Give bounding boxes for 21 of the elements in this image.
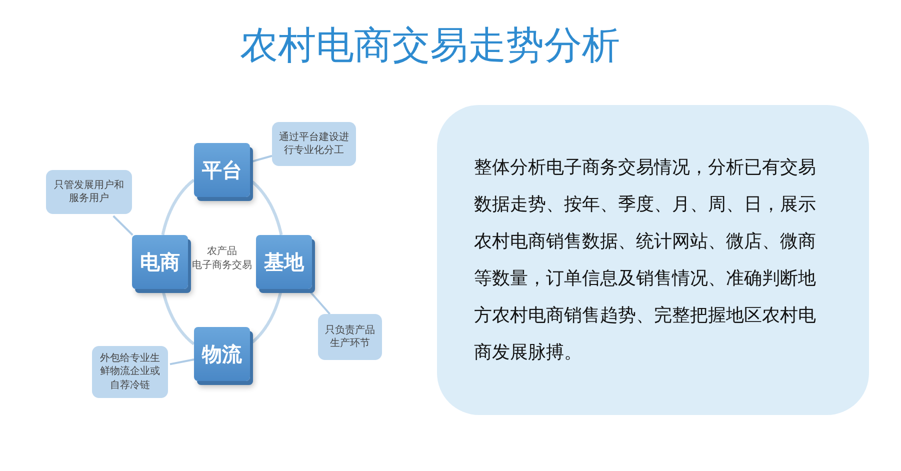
center-label: 电子商务交易 [191, 258, 253, 272]
center-label: 农产品 [206, 244, 238, 258]
category-tile: 基地 [256, 235, 312, 289]
ring-arc [251, 180, 283, 236]
title: 农村电商交易走势分析 [239, 22, 621, 69]
ring-arc [251, 290, 282, 344]
category-tile: 平台 [194, 143, 250, 197]
leader-line [308, 290, 331, 315]
leader-line [112, 215, 134, 236]
leader-line [170, 358, 194, 366]
category-tile: 物流 [194, 327, 250, 381]
callout-bubble: 只负责产品生产环节 [318, 314, 382, 360]
callout-bubble: 通过平台建设进行专业化分工 [272, 122, 356, 166]
description-panel [437, 105, 869, 415]
leader-line [252, 154, 272, 162]
callout-bubble: 外包给专业生鲜物流企业或自荐冷链 [92, 346, 168, 398]
ring-arc [162, 290, 195, 346]
callout-bubble: 只管发展用户和服务用户 [46, 170, 132, 214]
ring-arc [161, 178, 195, 236]
category-tile: 电商 [132, 235, 188, 289]
description-text: 整体分析电子商务交易情况，分析已有交易数据走势、按年、季度、月、周、日，展示农村电商销售数据、统计网站、微店、微商等数量，订单信息及销售情况、准确判断地方农村电商销售趋势、完整把握地区农村电商发展脉搏。 [474, 156, 817, 365]
